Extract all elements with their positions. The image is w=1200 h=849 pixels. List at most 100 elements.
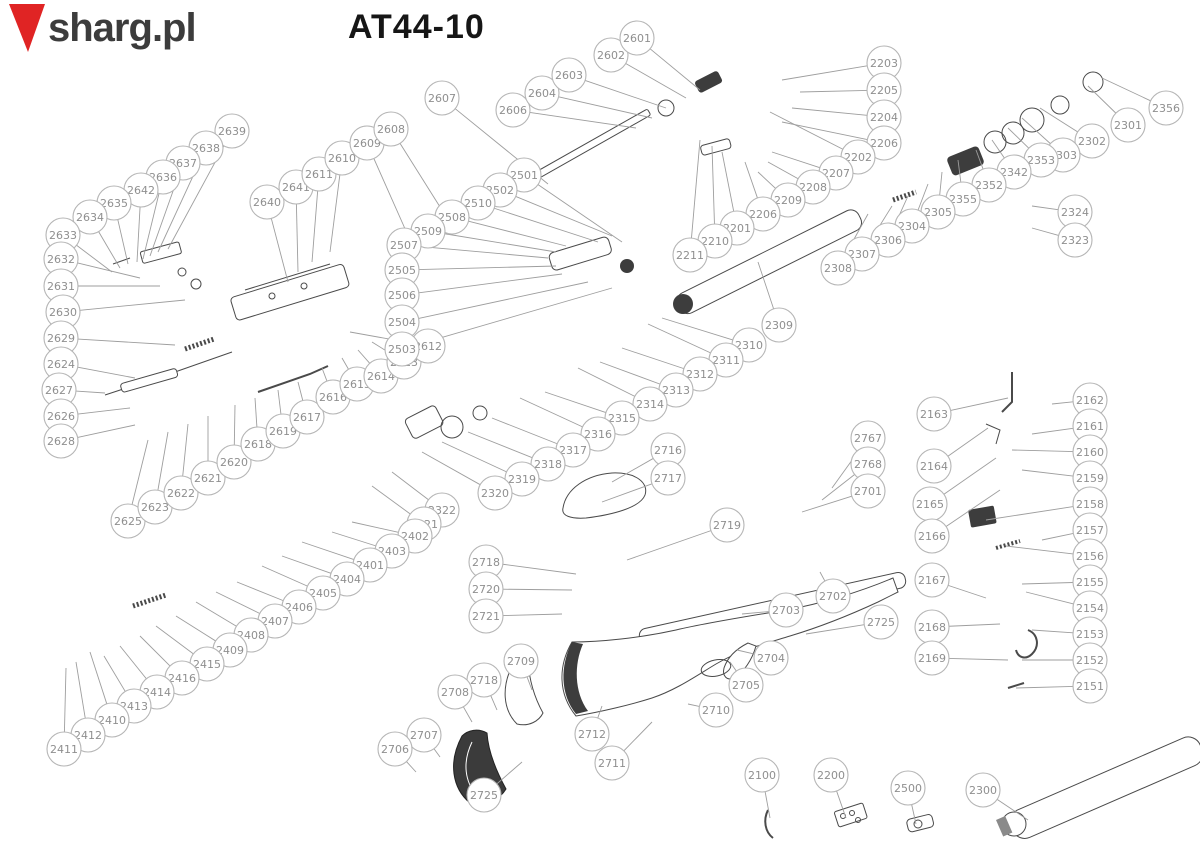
part-callout-2606[interactable] [495, 92, 531, 128]
part-number-2401: 2401 [356, 559, 384, 572]
part-callout-2163[interactable] [916, 396, 952, 432]
part-callout-2608[interactable] [373, 111, 409, 147]
leader-line-2629 [77, 338, 176, 346]
part-callout-2621[interactable] [190, 460, 226, 496]
leader-line-2501 [537, 184, 623, 243]
leader-line-2168 [948, 623, 1001, 627]
part-callout-2166[interactable] [914, 518, 950, 554]
part-number-2620: 2620 [220, 456, 248, 469]
part-callout-2712[interactable] [574, 716, 610, 752]
leader-line-2611 [311, 190, 319, 263]
part-callout-2707[interactable] [406, 717, 442, 753]
part-callout-2167[interactable] [914, 562, 950, 598]
leader-line-2716 [611, 458, 654, 483]
leader-line-2618 [254, 397, 258, 428]
part-callout-2704[interactable] [753, 640, 789, 676]
part-callout-2620[interactable] [216, 444, 252, 480]
leader-line-2169 [948, 657, 1009, 661]
part-callout-2703[interactable] [768, 592, 804, 628]
part-callout-2200[interactable] [813, 757, 849, 793]
part-callout-2634[interactable] [72, 199, 108, 235]
part-callout-2316[interactable] [580, 416, 616, 452]
part-callout-2302[interactable] [1074, 123, 1110, 159]
leader-line-2201 [721, 151, 735, 212]
part-number-2355: 2355 [949, 193, 977, 206]
part-number-2342: 2342 [1000, 166, 1028, 179]
part-callout-2725[interactable] [466, 777, 502, 813]
leader-line-2415 [155, 625, 194, 655]
part-callout-2411[interactable] [46, 731, 82, 767]
leader-line-2725 [496, 761, 523, 785]
part-callout-2617[interactable] [289, 399, 325, 435]
part-callout-2719[interactable] [709, 507, 745, 543]
leader-line-2718 [502, 563, 577, 575]
part-callout-2164[interactable] [916, 448, 952, 484]
leader-line-2704 [736, 649, 755, 655]
part-callout-2706[interactable] [377, 731, 413, 767]
part-sketch-air-cylinder [673, 209, 863, 315]
part-callout-2169[interactable] [914, 640, 950, 676]
part-sketch-stock [561, 577, 899, 717]
leader-line-2353 [1007, 127, 1030, 149]
part-number-2311: 2311 [712, 354, 740, 367]
leader-line-2403 [331, 531, 376, 547]
part-callout-2607[interactable] [424, 80, 460, 116]
part-number-2414: 2414 [143, 686, 171, 699]
part-callout-2725[interactable] [863, 604, 899, 640]
part-callout-2639[interactable] [214, 113, 250, 149]
part-number-2411: 2411 [50, 743, 78, 756]
leader-line-2318 [467, 431, 533, 459]
leader-line-2502 [515, 196, 613, 237]
leader-line-2161 [1031, 427, 1074, 435]
part-number-2618: 2618 [244, 438, 272, 451]
part-callout-2708[interactable] [437, 674, 473, 710]
part-callout-2709[interactable] [503, 643, 539, 679]
leader-line-2717 [601, 483, 653, 503]
part-callout-2711[interactable] [594, 745, 630, 781]
part-callout-2100[interactable] [744, 757, 780, 793]
part-callout-2301[interactable] [1110, 107, 1146, 143]
leader-line-2507 [420, 246, 549, 259]
part-callout-2211[interactable] [672, 237, 708, 273]
part-callout-2705[interactable] [728, 667, 764, 703]
part-number-2701: 2701 [854, 485, 882, 498]
part-callout-2701[interactable] [850, 473, 886, 509]
part-callout-2356[interactable] [1148, 90, 1184, 126]
leader-line-2509 [444, 233, 557, 253]
part-callout-2308[interactable] [820, 250, 856, 286]
leader-line-2632 [77, 262, 141, 279]
leader-line-2314 [577, 367, 635, 397]
part-number-2634: 2634 [76, 211, 104, 224]
part-callout-2300[interactable] [965, 772, 1001, 808]
part-callout-2702[interactable] [815, 578, 851, 614]
part-callout-2151[interactable] [1072, 668, 1108, 704]
part-callout-2602[interactable] [593, 37, 629, 73]
part-number-2623: 2623 [141, 501, 169, 514]
part-callout-2323[interactable] [1057, 222, 1093, 258]
leader-line-2156 [1005, 545, 1074, 555]
part-callout-2710[interactable] [698, 692, 734, 728]
part-callout-2628[interactable] [43, 423, 79, 459]
part-callout-2309[interactable] [761, 307, 797, 343]
part-callout-2500[interactable] [890, 770, 926, 806]
part-number-2509: 2509 [414, 225, 442, 238]
part-callout-2721[interactable] [468, 598, 504, 634]
part-callout-2503[interactable] [384, 331, 420, 367]
part-callout-2314[interactable] [632, 386, 668, 422]
part-callout-2604[interactable] [524, 75, 560, 111]
leader-line-2768 [821, 474, 855, 501]
part-callout-2717[interactable] [650, 460, 686, 496]
leader-line-2642 [136, 206, 141, 263]
part-number-2767: 2767 [854, 432, 882, 445]
part-callout-2603[interactable] [551, 57, 587, 93]
part-number-2708: 2708 [441, 686, 469, 699]
part-callout-2622[interactable] [163, 475, 199, 511]
part-number-2159: 2159 [1076, 472, 1104, 485]
part-number-2313: 2313 [662, 384, 690, 397]
shop-logo[interactable]: sharg.pl [8, 2, 197, 54]
part-number-2638: 2638 [192, 142, 220, 155]
part-callout-2601[interactable] [619, 20, 655, 56]
part-number-2323: 2323 [1061, 234, 1089, 247]
part-callout-2640[interactable] [249, 184, 285, 220]
part-callout-2320[interactable] [477, 475, 513, 511]
